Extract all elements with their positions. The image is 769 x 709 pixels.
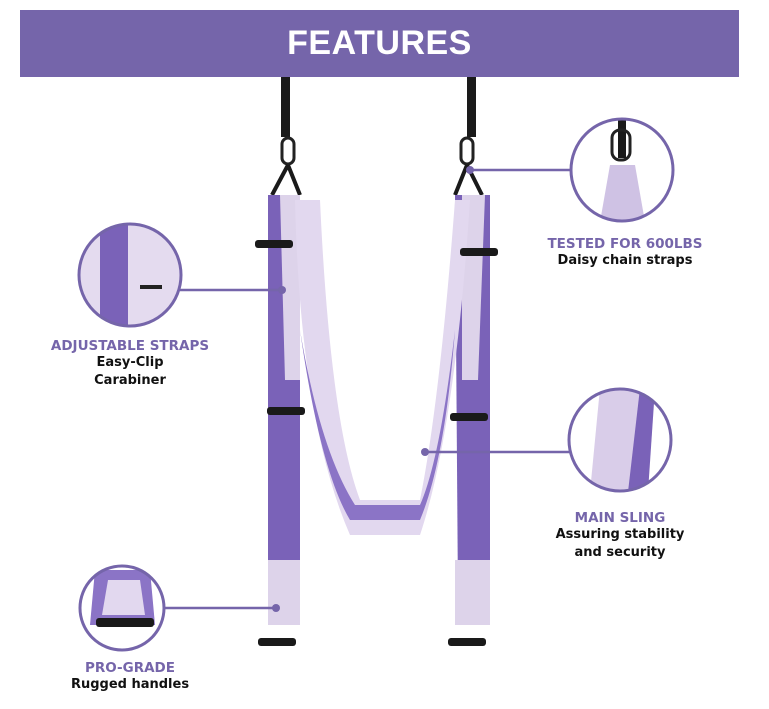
callout-lines [163, 168, 572, 610]
hammock-fabric [268, 195, 490, 625]
features-banner: FEATURES [20, 10, 739, 77]
feature-title: TESTED FOR 600LBS [547, 236, 703, 252]
feature-subtitle: Assuring stability and security [555, 527, 685, 560]
feature-tested-600lbs: TESTED FOR 600LBS Daisy chain straps [525, 236, 725, 270]
feature-adjustable-straps: ADJUSTABLE STRAPS Easy-Clip Carabiner [30, 338, 230, 390]
feature-subtitle: Daisy chain straps [557, 253, 693, 268]
handle-icon [255, 240, 498, 646]
detail-circle-straps [77, 222, 183, 328]
detail-circle-sling [567, 387, 673, 493]
feature-main-sling: MAIN SLING Assuring stability and securi… [535, 510, 705, 562]
feature-subtitle: Rugged handles [70, 677, 190, 692]
feature-subtitle: Easy-Clip Carabiner [94, 355, 166, 388]
feature-title: ADJUSTABLE STRAPS [50, 338, 210, 354]
detail-circle-carabiner [569, 117, 675, 223]
page-title: FEATURES [287, 24, 472, 62]
feature-title: PRO-GRADE [85, 660, 175, 676]
strap-icon [270, 77, 484, 196]
detail-circle-handle [78, 564, 166, 652]
feature-pro-grade: PRO-GRADE Rugged handles [40, 660, 220, 694]
feature-title: MAIN SLING [574, 510, 666, 526]
